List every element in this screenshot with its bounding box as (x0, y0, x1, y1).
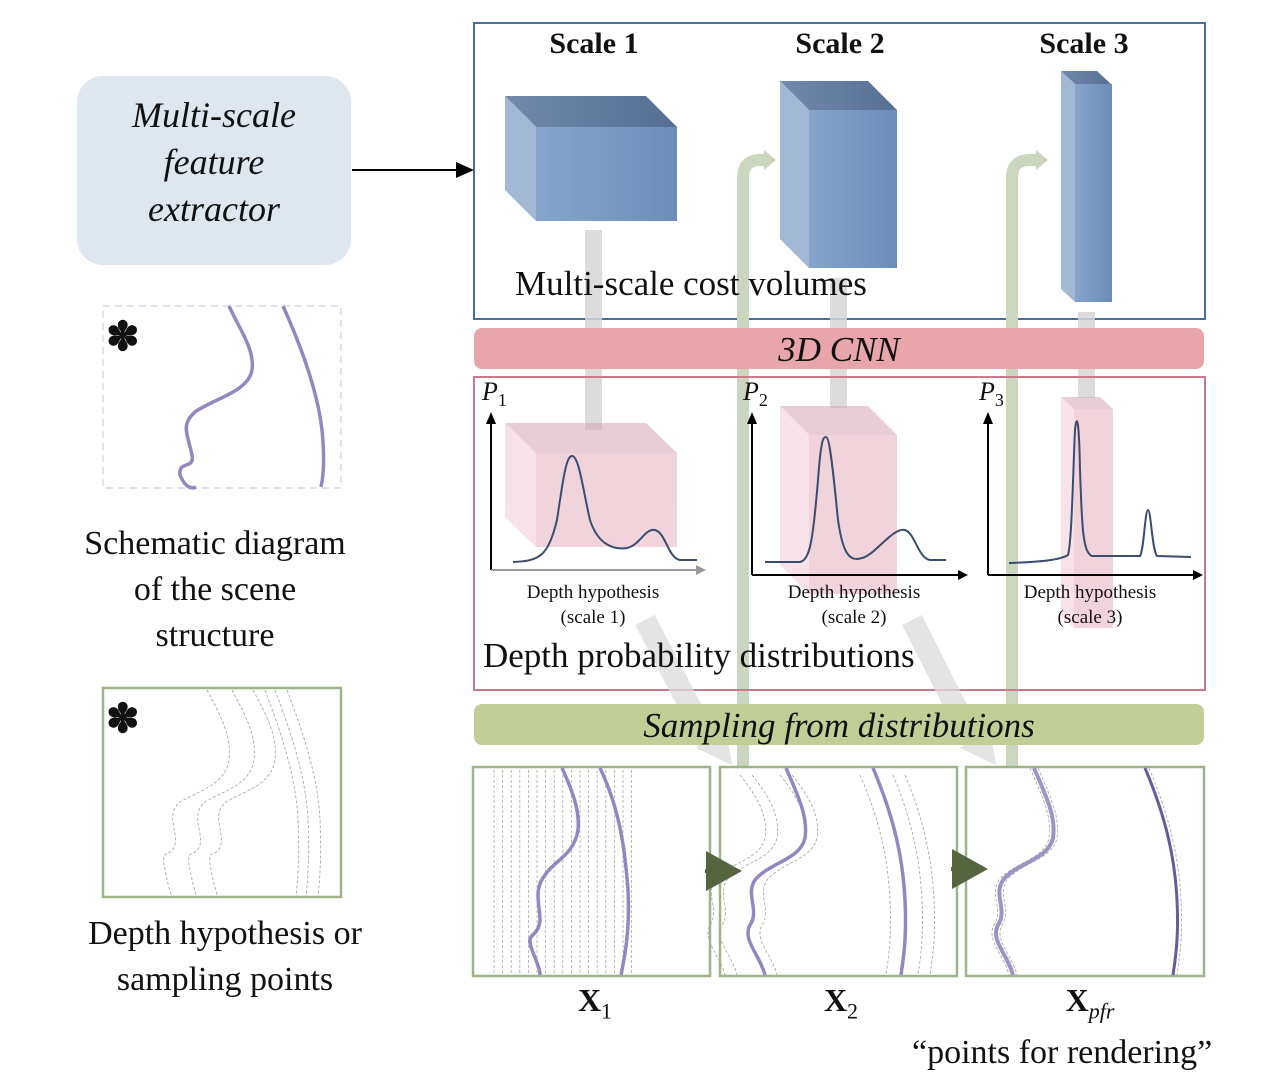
schematic-surface-lines (178, 305, 326, 490)
scale-2-title: Scale 2 (795, 27, 885, 60)
cost-volume-scale2 (780, 81, 897, 268)
distribution-curve-scale3 (1008, 420, 1192, 564)
sampling-caption: Depth hypothesis or sampling points (88, 915, 362, 998)
cost-volume-scale3 (1061, 71, 1112, 302)
points-for-rendering-note: “points for rendering” (912, 1034, 1213, 1071)
feedback-arrowhead-scale2 (764, 150, 776, 170)
sampling-bar-label: Sampling from distributions (643, 706, 1035, 745)
feature-extractor-line-1: Multi-scale (132, 95, 296, 135)
sample-label-pfr: Xpfr (1065, 982, 1115, 1024)
sampling-bar: Sampling from distributions (474, 704, 1204, 745)
feature-extractor-box (77, 76, 351, 265)
uniform-hypothesis-lines (493, 770, 632, 975)
plot3-xlabel: Depth hypothesis(scale 3) (1023, 582, 1157, 628)
schematic-box (102, 305, 342, 489)
plot2-axes (747, 412, 968, 580)
plot1-xlabel: Depth hypothesis(scale 1) (526, 582, 660, 628)
distributions-frame (473, 376, 1206, 691)
feature-extractor-label: Multi-scale feature extractor (77, 92, 351, 233)
feature-extractor-line-2: feature (163, 142, 265, 182)
plot3-axes (983, 412, 1203, 580)
sampling-asterisk-icon: ✽ (106, 696, 140, 741)
distribution-curve-scale2 (765, 435, 946, 563)
plot3-ylabel: P3 (979, 377, 1004, 411)
sample-panel-3-frame (964, 765, 1206, 978)
distribution-curve-scale1 (512, 454, 697, 563)
feature-extractor-line-3: extractor (148, 189, 280, 229)
feedback-arrowhead-scale3 (1036, 150, 1048, 170)
cost-volumes-caption: Multi-scale cost volumes (515, 264, 867, 303)
prob-volume-scale3 (1061, 397, 1113, 628)
feedback-arrow-scale3 (1006, 154, 1038, 770)
surface-lines-panel3 (991, 767, 1182, 976)
plot1-ylabel: P1 (482, 377, 507, 411)
prob-volume-scale2 (780, 406, 897, 594)
surface-lines-panel1 (528, 767, 631, 976)
cnn-bar-label: 3D CNN (778, 330, 900, 369)
schematic-caption: Schematic diagram of the scene structure (84, 525, 346, 654)
cost-volume-scale1 (505, 96, 677, 221)
sample-label-1: X1 (577, 982, 613, 1024)
cnn-bar: 3D CNN (474, 328, 1204, 369)
sampling-hypothesis-lines (163, 689, 322, 898)
sampling-box (101, 686, 343, 899)
surface-lines-panel2 (707, 767, 935, 976)
distributions-caption: Depth probability distributions (483, 636, 915, 675)
scale-1-title: Scale 1 (549, 27, 639, 60)
plot2-ylabel: P2 (743, 377, 768, 411)
sample-panel-1-frame (471, 765, 712, 978)
prob-volume-scale1 (505, 423, 677, 547)
scale-3-title: Scale 3 (1039, 27, 1129, 60)
plot2-xlabel: Depth hypothesis(scale 2) (787, 582, 921, 628)
sample-panel-2-frame (718, 765, 959, 978)
plot1-axes (486, 412, 706, 575)
schematic-asterisk-icon: ✽ (106, 314, 140, 359)
feedback-arrow-scale2 (737, 154, 766, 770)
sample-label-2: X2 (823, 982, 859, 1024)
